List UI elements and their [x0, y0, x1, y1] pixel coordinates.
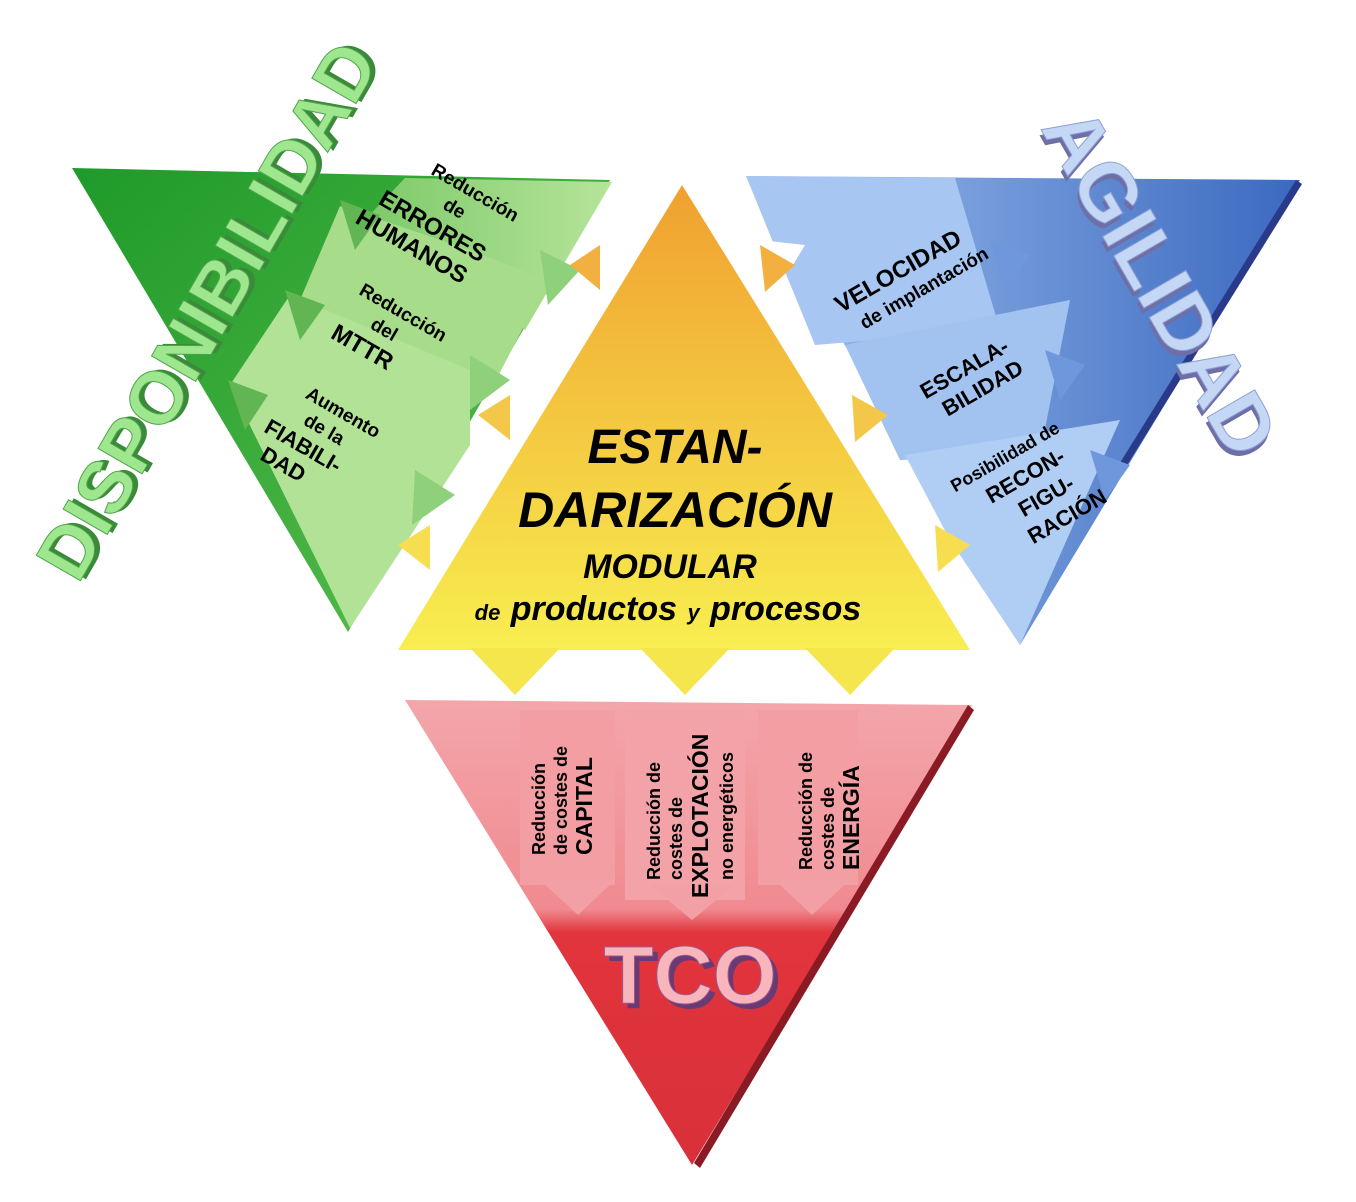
item-line: EXPLOTACIÓN [686, 734, 713, 898]
center-productos: productos [510, 590, 677, 628]
tier-shape [230, 295, 470, 628]
tier-shape [360, 178, 612, 330]
center-de: de [475, 600, 501, 625]
arrow-shape [640, 648, 730, 695]
arrow-shape [760, 245, 795, 292]
center-text: ESTAN- DARIZACIÓN MODULAR de productos y… [475, 421, 862, 628]
item-line: costes de [818, 787, 838, 870]
arrow-shape [650, 885, 735, 920]
arrow-shape [805, 648, 895, 695]
tier-shape [845, 300, 1070, 460]
arrow-shape [935, 525, 970, 572]
arrow-shape [470, 648, 560, 695]
arrow-shape [570, 245, 600, 290]
tco-title-shadow: TCO [608, 935, 781, 1026]
item-line: CAPITAL [571, 757, 597, 855]
item-line: de costes de [551, 746, 571, 855]
arrow-shape [540, 880, 615, 915]
item-line: Reducción de [644, 762, 664, 880]
arrow-shape [340, 200, 380, 250]
item-line: Reducción de [796, 752, 816, 870]
tier-shape [746, 176, 1000, 345]
center-procesos: procesos [709, 590, 861, 628]
tco-item-3: Reducción de costes de ENERGÍA [796, 752, 864, 870]
arrow-shape [1090, 450, 1130, 500]
agilidad-item-3: Posibilidad de RECON- FIGU- RACIÓN [947, 418, 1111, 549]
tier-shape [300, 206, 548, 382]
arrow-shape [1045, 350, 1085, 400]
center-title-line2: DARIZACIÓN [518, 482, 833, 538]
arrow-shape [285, 290, 325, 340]
item-line: Reducción [529, 763, 549, 855]
center-subtitle: MODULAR [583, 548, 757, 586]
tier-shape [625, 710, 745, 900]
tco-item-2: Reducción de costes de EXPLOTACIÓN no en… [644, 734, 737, 898]
tier-shape [520, 710, 615, 885]
arrow-shape [398, 525, 430, 570]
arrow-shape [470, 355, 510, 410]
arrow-shape [478, 395, 510, 440]
tier-shape [758, 710, 858, 885]
arrow-shape [852, 395, 888, 442]
item-line: ENERGÍA [837, 765, 864, 870]
arrow-shape [228, 380, 268, 430]
triangle-edge [694, 705, 974, 1168]
center-triangle-shape [398, 185, 970, 650]
item-line: no energéticos [717, 752, 737, 880]
tco-triangle [405, 700, 974, 1168]
triangle-edge [1118, 180, 1302, 470]
tco-title-group: TCO TCO [603, 930, 782, 1027]
tco-item-1: Reducción de costes de CAPITAL [529, 746, 597, 855]
arrow-shape [412, 470, 455, 525]
agilidad-triangle [746, 176, 1302, 645]
tier-shape [905, 420, 1120, 645]
arrow-shape [760, 240, 805, 270]
tco-title: TCO [603, 930, 776, 1021]
center-title-line1: ESTAN- [587, 421, 762, 474]
center-y: y [686, 600, 701, 625]
disponibilidad-triangle [72, 168, 612, 632]
arrow-shape [990, 240, 1030, 290]
center-products-line: de productos y procesos [475, 590, 862, 628]
item-line: costes de [666, 797, 686, 880]
arrow-shape [540, 250, 580, 305]
estandarizacion-triangle [398, 185, 970, 695]
arrow-shape [775, 880, 850, 915]
